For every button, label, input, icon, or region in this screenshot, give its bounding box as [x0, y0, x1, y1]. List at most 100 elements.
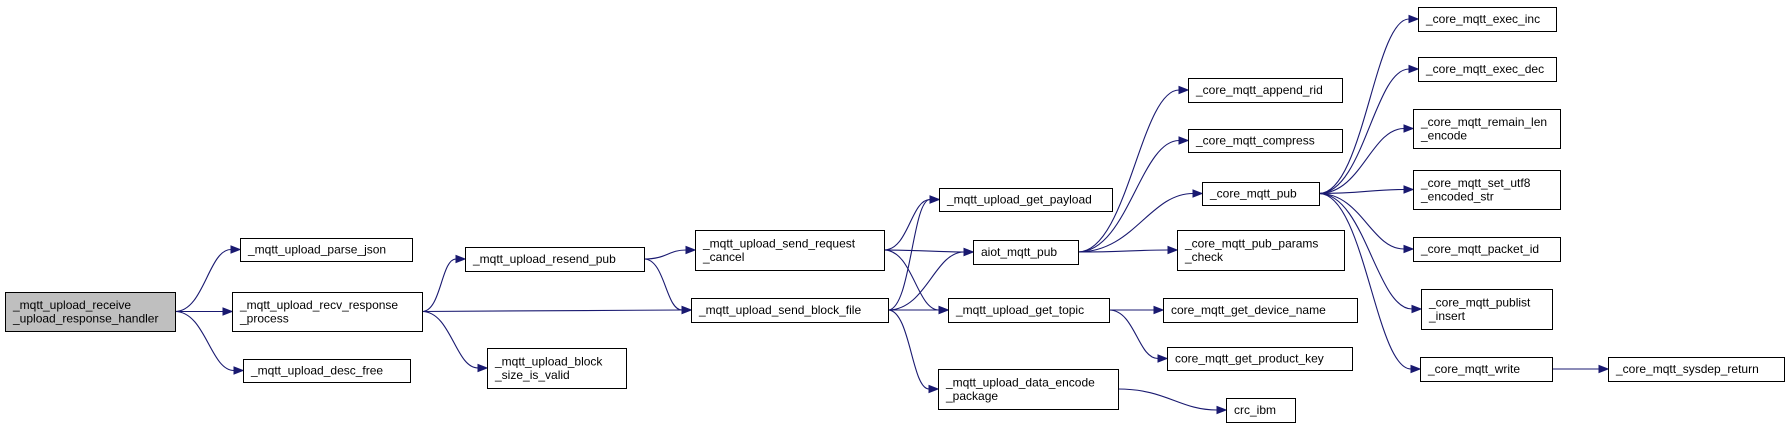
node-get-topic[interactable]: _mqtt_upload_get_topic — [948, 298, 1110, 323]
edge-arrowhead — [1178, 136, 1190, 145]
edge-line — [1318, 192, 1413, 310]
node-label: _size_is_valid — [494, 368, 570, 382]
node-parse-json[interactable]: _mqtt_upload_parse_json — [240, 238, 413, 262]
edge-arrowhead — [1403, 244, 1415, 254]
node-label: _core_mqtt_pub_params — [1184, 236, 1318, 250]
node-remain-len[interactable]: _core_mqtt_remain_len_encode — [1413, 109, 1561, 149]
edge-arrowhead — [928, 384, 940, 394]
node-send-block-file[interactable]: _mqtt_upload_send_block_file — [691, 298, 889, 323]
edge-line — [1077, 139, 1180, 253]
node-pub-params-check[interactable]: _core_mqtt_pub_params_check — [1177, 230, 1345, 271]
edge-aiot-mqtt-pub-to-core-pub — [1077, 189, 1204, 253]
node-root[interactable]: _mqtt_upload_receive_upload_response_han… — [5, 292, 176, 332]
node-resend-pub[interactable]: _mqtt_upload_resend_pub — [465, 247, 645, 272]
node-box — [973, 240, 1079, 265]
node-compress[interactable]: _core_mqtt_compress — [1188, 129, 1343, 153]
edge-root-to-desc-free — [174, 310, 245, 375]
node-get-payload[interactable]: _mqtt_upload_get_payload — [939, 188, 1113, 212]
edge-resend-pub-to-send-block-file — [643, 258, 693, 315]
node-label: _upload_response_handler — [12, 311, 158, 325]
node-label: _mqtt_upload_block — [494, 354, 603, 368]
edge-arrowhead — [1403, 124, 1415, 133]
edge-arrowhead — [1192, 189, 1204, 198]
node-data-encode[interactable]: _mqtt_upload_data_encode_package — [938, 369, 1119, 410]
edge-line — [1077, 192, 1194, 253]
node-box — [243, 359, 411, 383]
edge-arrowhead — [685, 245, 697, 255]
node-box — [232, 292, 423, 332]
edge-resend-pub-to-send-request-cancel — [643, 245, 697, 260]
edge-line — [1318, 68, 1410, 195]
edge-core-pub-to-core-write — [1318, 192, 1422, 374]
edge-core-pub-to-exec-inc — [1318, 14, 1420, 195]
edge-get-topic-to-get-product-key — [1108, 309, 1169, 363]
node-label: _core_mqtt_publist — [1428, 295, 1531, 309]
edge-line — [887, 251, 965, 311]
edge-line — [1077, 249, 1169, 253]
node-label: core_mqtt_get_product_key — [1175, 352, 1324, 366]
edge-line — [174, 248, 232, 313]
edge-arrowhead — [233, 366, 245, 375]
edge-send-request-cancel-to-get-topic — [883, 249, 950, 315]
node-core-write[interactable]: _core_mqtt_write — [1420, 357, 1553, 382]
edge-line — [1318, 188, 1405, 195]
node-label: aiot_mqtt_pub — [981, 245, 1057, 259]
node-box — [1163, 298, 1358, 323]
node-get-device-name[interactable]: core_mqtt_get_device_name — [1163, 298, 1358, 323]
call-graph-edges — [174, 14, 1610, 415]
node-label: _core_mqtt_packet_id — [1420, 242, 1539, 256]
edge-send-request-cancel-to-get-payload — [883, 195, 941, 251]
edge-core-pub-to-exec-dec — [1318, 64, 1420, 195]
edge-line — [883, 249, 965, 253]
edge-line — [421, 309, 683, 313]
edge-line — [887, 309, 930, 390]
edge-send-block-file-to-data-encode — [887, 309, 940, 394]
call-graph-nodes: _mqtt_upload_receive_upload_response_han… — [5, 7, 1785, 423]
node-label: _mqtt_upload_send_request — [702, 236, 856, 250]
node-box — [240, 238, 413, 262]
edge-core-write-to-sysdep-return — [1552, 364, 1610, 374]
node-append-rid[interactable]: _core_mqtt_append_rid — [1188, 78, 1343, 103]
node-publist-insert[interactable]: _core_mqtt_publist_insert — [1421, 289, 1553, 330]
edge-line — [1318, 18, 1410, 195]
node-crc-ibm[interactable]: crc_ibm — [1226, 398, 1296, 423]
node-label: _core_mqtt_pub — [1209, 187, 1297, 201]
edge-line — [643, 249, 687, 260]
node-box — [1202, 182, 1320, 206]
node-block-size[interactable]: _mqtt_upload_block_size_is_valid — [487, 348, 627, 389]
node-box — [948, 298, 1110, 323]
node-box — [1177, 230, 1345, 271]
edge-line — [1318, 127, 1405, 195]
edge-send-block-file-to-aiot-mqtt-pub — [887, 247, 975, 311]
node-box — [5, 292, 176, 332]
node-core-pub[interactable]: _core_mqtt_pub — [1202, 182, 1320, 206]
node-box — [691, 298, 889, 323]
node-get-product-key[interactable]: core_mqtt_get_product_key — [1167, 347, 1353, 371]
node-label: _mqtt_upload_send_block_file — [698, 303, 861, 317]
node-label: _mqtt_upload_parse_json — [247, 243, 386, 257]
node-box — [1167, 347, 1353, 371]
node-aiot-mqtt-pub[interactable]: aiot_mqtt_pub — [973, 240, 1079, 265]
edge-get-topic-to-get-device-name — [1109, 305, 1165, 315]
edge-aiot-mqtt-pub-to-pub-params-check — [1077, 245, 1179, 255]
node-label: _core_mqtt_compress — [1195, 134, 1315, 148]
node-send-request-cancel[interactable]: _mqtt_upload_send_request_cancel — [695, 230, 885, 271]
node-sysdep-return[interactable]: _core_mqtt_sysdep_return — [1608, 357, 1785, 382]
edge-arrowhead — [1410, 364, 1422, 374]
node-packet-id[interactable]: _core_mqtt_packet_id — [1413, 237, 1561, 262]
node-label: _mqtt_upload_get_topic — [955, 303, 1084, 317]
node-desc-free[interactable]: _mqtt_upload_desc_free — [243, 359, 411, 383]
node-set-utf8[interactable]: _core_mqtt_set_utf8_encoded_str — [1413, 170, 1561, 210]
edge-arrowhead — [681, 305, 693, 315]
node-recv-response[interactable]: _mqtt_upload_recv_response_process — [232, 292, 423, 332]
edge-line — [883, 198, 931, 251]
node-box — [1413, 170, 1561, 210]
node-label: _mqtt_upload_receive — [12, 298, 131, 312]
edge-core-pub-to-remain-len — [1318, 124, 1415, 195]
edge-root-to-parse-json — [174, 245, 242, 313]
edge-line — [887, 198, 931, 311]
node-exec-dec[interactable]: _core_mqtt_exec_dec — [1418, 57, 1557, 82]
node-exec-inc[interactable]: _core_mqtt_exec_inc — [1418, 7, 1557, 32]
edge-line — [1318, 192, 1412, 370]
